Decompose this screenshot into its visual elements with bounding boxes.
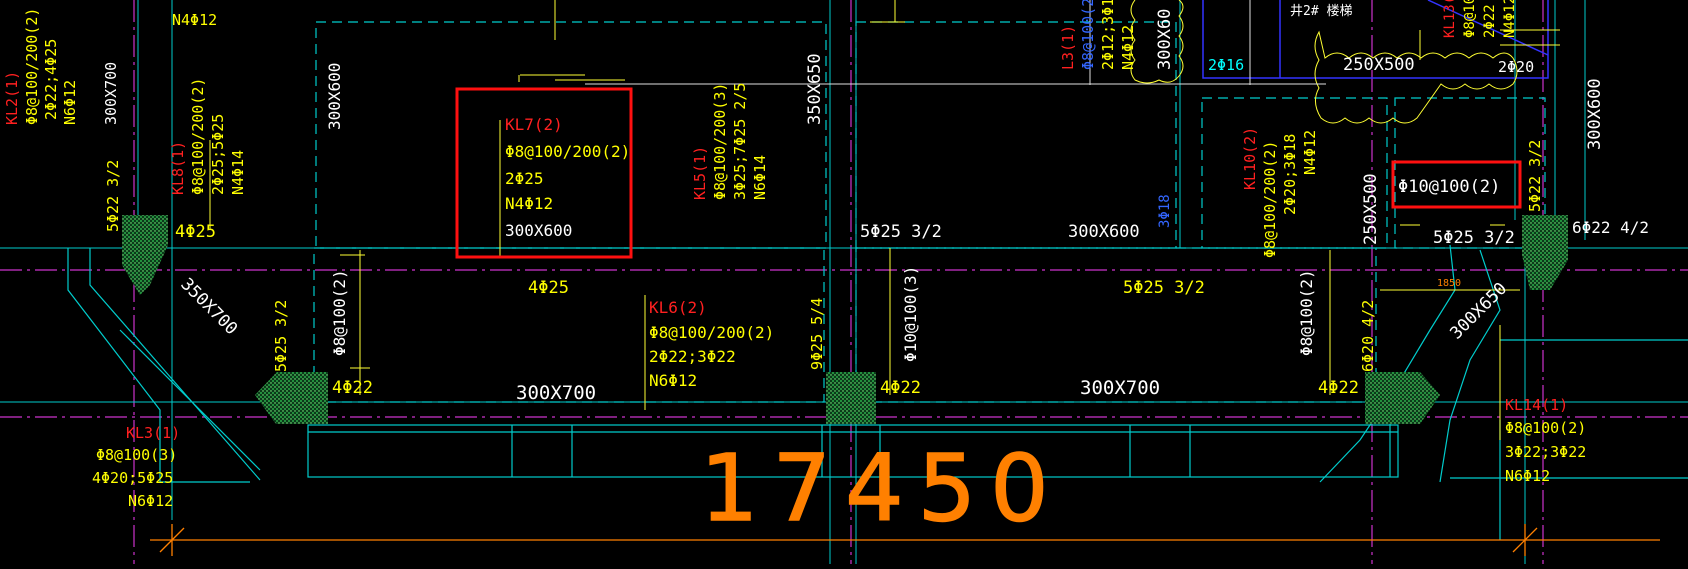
stirrup-phi8-a: Φ8@100(2) xyxy=(330,269,349,356)
kl14-name: KL14(1) xyxy=(1505,396,1568,414)
kl13-side: N4Φ12 xyxy=(1502,0,1518,38)
hatched-columns xyxy=(122,215,1568,424)
rebar-5phi25-center: 5Φ25 3/2 xyxy=(1123,278,1205,298)
kl14-side: N6Φ12 xyxy=(1505,467,1550,485)
kl6-stirrup: Φ8@100/200(2) xyxy=(649,323,774,342)
kl7-size: 300X600 xyxy=(505,221,572,240)
highlight-box-stirrup xyxy=(1391,160,1522,209)
kl8-top: 2Φ25;5Φ25 xyxy=(209,114,227,195)
kl3-stirrup: Φ8@100(3) xyxy=(96,446,177,464)
rebar-4phi25-a: 4Φ25 xyxy=(175,222,216,242)
rebar-5phi22-left: 5Φ22 3/2 xyxy=(104,160,122,232)
kl5-stirrup: Φ8@100/200(3) xyxy=(711,83,729,200)
kl3-top: 4Φ20;5Φ25 xyxy=(92,469,173,487)
kl5-top: 3Φ25;7Φ25 2/5 xyxy=(731,83,749,200)
kl8-name: KL8(1) xyxy=(169,141,187,195)
rebar-6phi20: 6Φ20 4/2 xyxy=(1359,300,1377,372)
kl10-top: 2Φ20;3Φ18 xyxy=(1281,134,1299,215)
size-300x600-left: 300X600 xyxy=(325,63,344,130)
leader-lines xyxy=(209,0,1560,440)
l3-name: L3(1) xyxy=(1059,25,1077,70)
size-350x650: 350X650 xyxy=(805,53,825,125)
kl2-size: 300X700 xyxy=(102,62,120,125)
kl3-name: KL3(1) xyxy=(126,424,180,442)
size-300x600-mid: 300X600 xyxy=(1068,222,1140,242)
l3-top: 2Φ12;3Φ18 xyxy=(1099,0,1117,70)
kl5-side: N6Φ14 xyxy=(751,155,769,200)
kl2-stirrup: Φ8@100/200(2) xyxy=(23,8,41,125)
rebar-5phi22-right: 5Φ22 3/2 xyxy=(1526,140,1544,212)
stair-2phi20: 2Φ20 xyxy=(1498,58,1534,76)
dim-1850: 1850 xyxy=(1437,278,1461,289)
kl13-top: 2Φ22 xyxy=(1482,4,1498,38)
kl8-stirrup: Φ8@100/200(2) xyxy=(189,78,207,195)
rebar-4phi22-c: 4Φ22 xyxy=(1318,378,1359,398)
kl7-top: 2Φ25 xyxy=(505,169,544,188)
kl14-top: 3Φ22;3Φ22 xyxy=(1505,443,1586,461)
size-300x600-right: 300X600 xyxy=(1585,78,1605,150)
rebar-9phi25: 9Φ25 5/4 xyxy=(808,298,826,370)
l3-stirrup: Φ8@100(2) xyxy=(1079,0,1097,70)
stirrup-phi8-b: Φ8@100(2) xyxy=(1297,269,1316,356)
rebar-5phi25-right: 5Φ25 3/2 xyxy=(1433,228,1515,248)
dimension-17450: 17450 xyxy=(700,435,1063,542)
l3-side: N4Φ12 xyxy=(1119,25,1137,70)
kl3-side: N6Φ12 xyxy=(128,492,173,510)
stirrup-phi10-100-3: Φ10@100(3) xyxy=(901,266,920,362)
size-300x700-a: 300X700 xyxy=(516,382,596,404)
kl14-stirrup: Φ8@100(2) xyxy=(1505,419,1586,437)
kl2-label-group: KL2(1) xyxy=(3,71,21,125)
highlight-box-kl7 xyxy=(455,87,633,259)
white-lines xyxy=(585,0,1326,85)
rebar-5phi25-mid: 5Φ25 3/2 xyxy=(860,222,942,242)
kl10-name: KL10(2) xyxy=(1241,127,1259,190)
kl2-top: 2Φ22;4Φ25 xyxy=(42,39,60,120)
dashed-beam-outlines xyxy=(313,21,1546,403)
kl13-stirrup: Φ8@100 xyxy=(1462,0,1478,38)
size-250x500-top: 250X500 xyxy=(1343,55,1415,75)
kl10-side: N4Φ12 xyxy=(1301,130,1319,175)
size-250x500-vert: 250X500 xyxy=(1361,173,1381,245)
kl7-stirrup: Φ8@100/200(2) xyxy=(505,142,630,161)
top-side-label: N4Φ12 xyxy=(172,11,217,29)
rebar-4phi22-b: 4Φ22 xyxy=(880,378,921,398)
size-350x700: 350X700 xyxy=(176,274,241,339)
kl10-stirrup: Φ8@100/200(2) xyxy=(1261,141,1279,258)
size-300x700-b: 300X700 xyxy=(1080,377,1160,399)
rebar-4phi22-a: 4Φ22 xyxy=(332,378,373,398)
kl6-name: KL6(2) xyxy=(649,298,707,317)
kl2-side: N6Φ12 xyxy=(61,80,79,125)
rebar-5phi25-diag: 5Φ25 3/2 xyxy=(272,300,290,372)
l3-size: 300X60 xyxy=(1155,9,1175,70)
stair-label: 井2# 楼梯 xyxy=(1290,4,1352,19)
kl5-name: KL5(1) xyxy=(691,146,709,200)
rebar-3phi18: 3Φ18 xyxy=(1157,194,1173,228)
kl7-name: KL7(2) xyxy=(505,115,563,134)
kl2-name: KL2(1) xyxy=(3,71,21,125)
rebar-6phi22: 6Φ22 4/2 xyxy=(1572,218,1649,237)
rebar-4phi25-b: 4Φ25 xyxy=(528,278,569,298)
kl6-side: N6Φ12 xyxy=(649,371,697,390)
kl13-name: KL13(1) xyxy=(1442,0,1458,38)
revision-cloud xyxy=(1130,0,1518,124)
dimension-lines xyxy=(150,524,1660,556)
stair-2phi16: 2Φ16 xyxy=(1208,56,1244,74)
stair-area xyxy=(1202,0,1549,79)
stirrup-phi10-box: Φ10@100(2) xyxy=(1398,177,1500,197)
kl6-top: 2Φ22;3Φ22 xyxy=(649,347,736,366)
kl8-side: N4Φ14 xyxy=(229,150,247,195)
kl7-side: N4Φ12 xyxy=(505,194,553,213)
